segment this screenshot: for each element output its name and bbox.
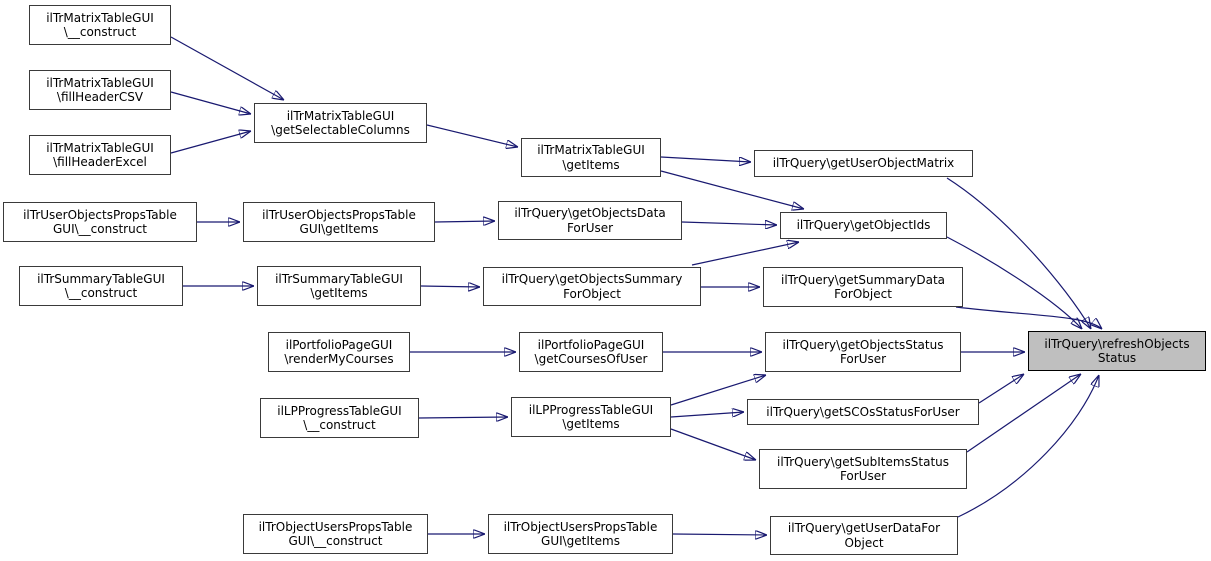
node-query-getUserObjectMatrix[interactable]: ilTrQuery\getUserObjectMatrix [754,150,973,177]
node-matrix-fillHeaderExcel[interactable]: ilTrMatrixTableGUI \fillHeaderExcel [29,135,171,175]
edge-lpProgress-getItems__query-getObjectsStatusForUser [670,375,766,406]
node-label: ilTrQuery\getUserDataFor Object [787,521,941,550]
node-userObjectsProps-construct[interactable]: ilTrUserObjectsPropsTable GUI\__construc… [3,202,197,242]
node-query-getObjectIds[interactable]: ilTrQuery\getObjectIds [780,212,947,239]
node-label: ilTrQuery\getObjectsSummary ForObject [501,272,683,301]
node-matrix-fillHeaderCSV[interactable]: ilTrMatrixTableGUI \fillHeaderCSV [29,70,171,110]
node-label: ilTrObjectUsersPropsTable GUI\__construc… [258,519,413,549]
node-label: ilTrQuery\getSCOsStatusForUser [766,404,960,419]
node-objectUsersProps-construct[interactable]: ilTrObjectUsersPropsTable GUI\__construc… [243,514,428,554]
edge-objectUsersProps-getItems__query-getUserDataForObject [672,534,767,535]
node-label: ilLPProgressTableGUI \__construct [277,403,402,433]
node-summary-construct[interactable]: ilTrSummaryTableGUI \__construct [19,266,183,306]
node-label: ilTrQuery\refreshObjects Status [1044,336,1190,366]
edge-lpProgress-getItems__query-getSubItemsStatusForUser [670,428,756,460]
node-label: ilTrMatrixTableGUI \getSelectableColumns [271,108,410,138]
edge-matrix-getSelectableColumns__matrix-getItems [426,124,518,147]
node-label: ilTrQuery\getObjectsStatus ForUser [782,337,944,367]
edge-query-getSubItemsStatusForUser__query-refreshObjectsStatus [966,374,1081,453]
node-label: ilPortfolioPageGUI \renderMyCourses [284,337,394,367]
node-label: ilTrQuery\getUserObjectMatrix [772,156,955,171]
node-query-refreshObjectsStatus: ilTrQuery\refreshObjects Status [1028,331,1206,371]
edge-matrix-fillHeaderCSV__matrix-getSelectableColumns [170,91,251,114]
node-label: ilTrMatrixTableGUI \getItems [537,143,645,172]
node-label: ilLPProgressTableGUI \getItems [528,402,654,432]
node-portfolio-renderMyCourses[interactable]: ilPortfolioPageGUI \renderMyCourses [268,332,410,372]
node-label: ilTrQuery\getSummaryData ForObject [780,272,946,302]
node-userObjectsProps-getItems[interactable]: ilTrUserObjectsPropsTable GUI\getItems [243,202,435,242]
node-lpProgress-getItems[interactable]: ilLPProgressTableGUI \getItems [511,397,671,437]
edge-matrix-construct__matrix-getSelectableColumns [170,36,284,100]
node-matrix-getItems[interactable]: ilTrMatrixTableGUI \getItems [521,138,661,177]
edge-matrix-fillHeaderExcel__matrix-getSelectableColumns [170,131,251,154]
node-query-getObjectsDataForUser[interactable]: ilTrQuery\getObjectsData ForUser [498,201,682,240]
edge-matrix-getItems__query-getObjectIds [660,170,804,209]
node-matrix-construct[interactable]: ilTrMatrixTableGUI \__construct [29,5,171,45]
node-label: ilTrMatrixTableGUI \__construct [46,10,154,40]
node-summary-getItems[interactable]: ilTrSummaryTableGUI \getItems [257,266,421,306]
node-label: ilTrQuery\getSubItemsStatus ForUser [776,454,950,484]
node-label: ilTrMatrixTableGUI \fillHeaderExcel [46,140,154,170]
node-label: ilPortfolioPageGUI \getCoursesOfUser [534,337,648,367]
node-query-getSubItemsStatusForUser[interactable]: ilTrQuery\getSubItemsStatus ForUser [759,449,967,489]
node-label: ilTrMatrixTableGUI \fillHeaderCSV [46,75,154,105]
edge-query-getObjectIds__query-refreshObjectsStatus [946,236,1082,329]
node-label: ilTrUserObjectsPropsTable GUI\__construc… [23,207,177,237]
edge-query-getUserObjectMatrix__query-refreshObjectsStatus [946,177,1091,329]
edge-lpProgress-getItems__query-getSCOsStatusForUser [670,412,744,418]
node-query-getUserDataForObject[interactable]: ilTrQuery\getUserDataFor Object [770,516,958,555]
edge-query-getSummaryDataForObject__query-refreshObjectsStatus [955,306,1102,329]
node-label: ilTrUserObjectsPropsTable GUI\getItems [262,207,416,237]
node-label: ilTrSummaryTableGUI \getItems [275,271,403,301]
node-label: ilTrQuery\getObjectIds [796,218,931,233]
node-label: ilTrQuery\getObjectsData ForUser [514,206,666,235]
edge-summary-getItems__query-getObjectsSummaryForObject [420,286,480,287]
edge-query-getSCOsStatusForUser__query-refreshObjectsStatus [978,374,1024,404]
node-query-getSummaryDataForObject[interactable]: ilTrQuery\getSummaryData ForObject [763,267,963,307]
node-query-getSCOsStatusForUser[interactable]: ilTrQuery\getSCOsStatusForUser [747,399,979,425]
node-objectUsersProps-getItems[interactable]: ilTrObjectUsersPropsTable GUI\getItems [488,514,673,554]
node-matrix-getSelectableColumns[interactable]: ilTrMatrixTableGUI \getSelectableColumns [254,103,427,143]
edge-query-getObjectsSummaryForObject__query-getObjectIds [691,242,799,266]
edge-lpProgress-construct__lpProgress-getItems [418,417,508,418]
node-query-getObjectsSummaryForObject[interactable]: ilTrQuery\getObjectsSummary ForObject [483,267,701,306]
node-portfolio-getCoursesOfUser[interactable]: ilPortfolioPageGUI \getCoursesOfUser [519,332,663,372]
node-label: ilTrObjectUsersPropsTable GUI\getItems [503,519,658,549]
edge-matrix-getItems__query-getUserObjectMatrix [660,156,751,162]
edge-query-getUserDataForObject__query-refreshObjectsStatus [957,375,1099,518]
edge-query-getObjectsDataForUser__query-getObjectIds [681,222,777,225]
node-query-getObjectsStatusForUser[interactable]: ilTrQuery\getObjectsStatus ForUser [765,332,961,372]
edge-userObjectsProps-getItems__query-getObjectsDataForUser [434,221,495,222]
node-lpProgress-construct[interactable]: ilLPProgressTableGUI \__construct [260,398,419,438]
node-label: ilTrSummaryTableGUI \__construct [37,271,165,301]
